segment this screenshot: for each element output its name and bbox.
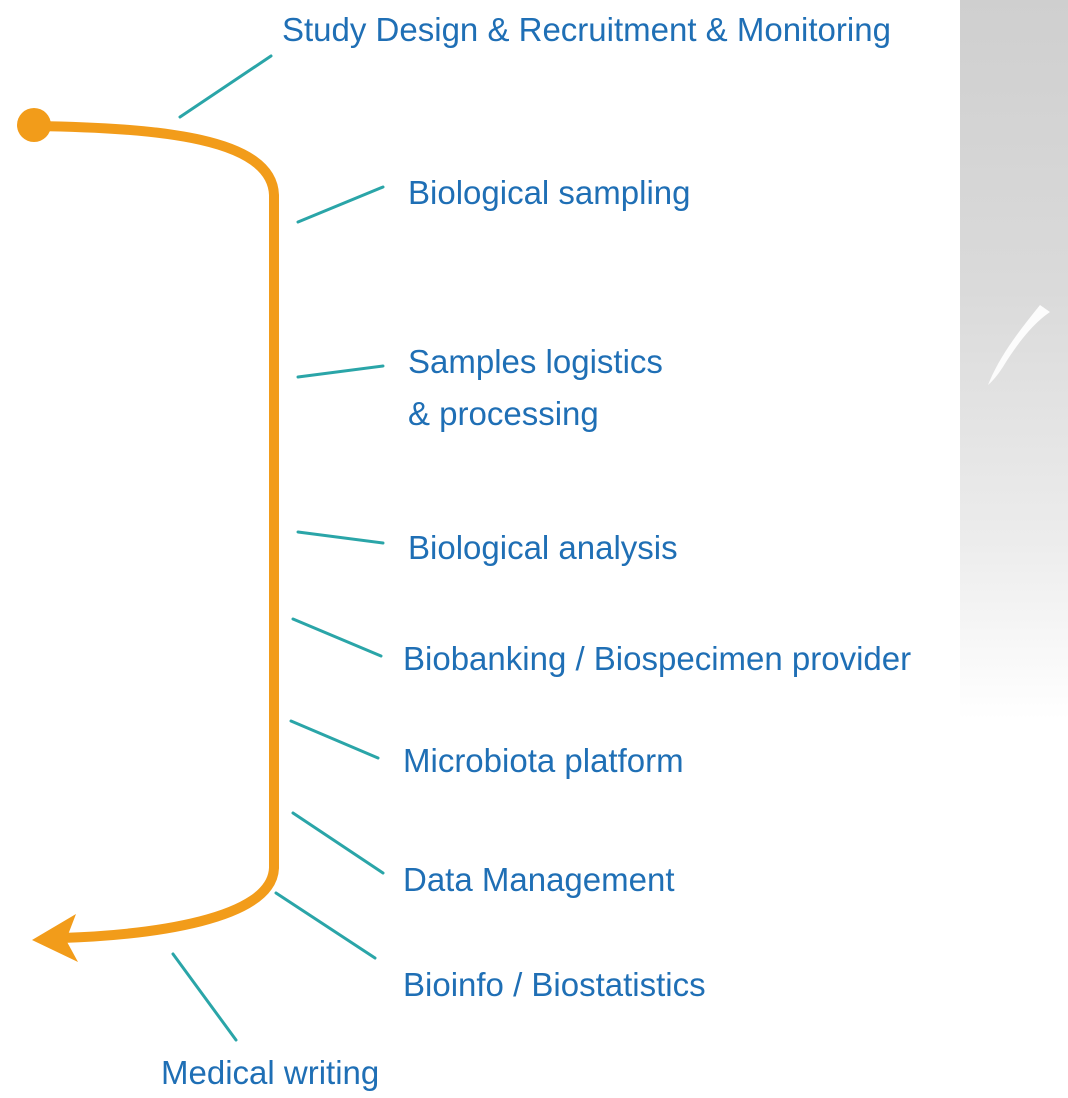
connector-study-design	[178, 54, 273, 119]
label-biological-sampling: Biological sampling	[408, 174, 691, 211]
label-samples-logistics-line2: & processing	[408, 395, 599, 432]
silhouette-decoration	[988, 305, 1050, 385]
label-biological-analysis: Biological analysis	[408, 529, 678, 566]
connector-medical-writing	[171, 952, 238, 1042]
connector-biological-analysis	[296, 530, 385, 545]
connector-microbiota	[289, 719, 380, 760]
connector-bioinfo	[274, 891, 377, 960]
label-biobanking: Biobanking / Biospecimen provider	[403, 640, 912, 677]
label-study-design: Study Design & Recruitment & Monitoring	[282, 11, 891, 48]
arrowhead-icon	[32, 914, 78, 962]
start-dot-icon	[17, 108, 51, 142]
label-samples-logistics-line1: Samples logistics	[408, 343, 663, 380]
label-data-management: Data Management	[403, 861, 675, 898]
connector-data-management	[291, 811, 385, 875]
label-bioinfo: Bioinfo / Biostatistics	[403, 966, 706, 1003]
label-medical-writing: Medical writing	[161, 1054, 380, 1091]
workflow-arrow-path	[30, 121, 279, 943]
background-panel	[960, 0, 1068, 720]
connector-biological-sampling	[296, 185, 385, 224]
label-microbiota: Microbiota platform	[403, 742, 684, 779]
connector-samples-logistics	[296, 364, 385, 379]
connector-biobanking	[291, 617, 383, 658]
